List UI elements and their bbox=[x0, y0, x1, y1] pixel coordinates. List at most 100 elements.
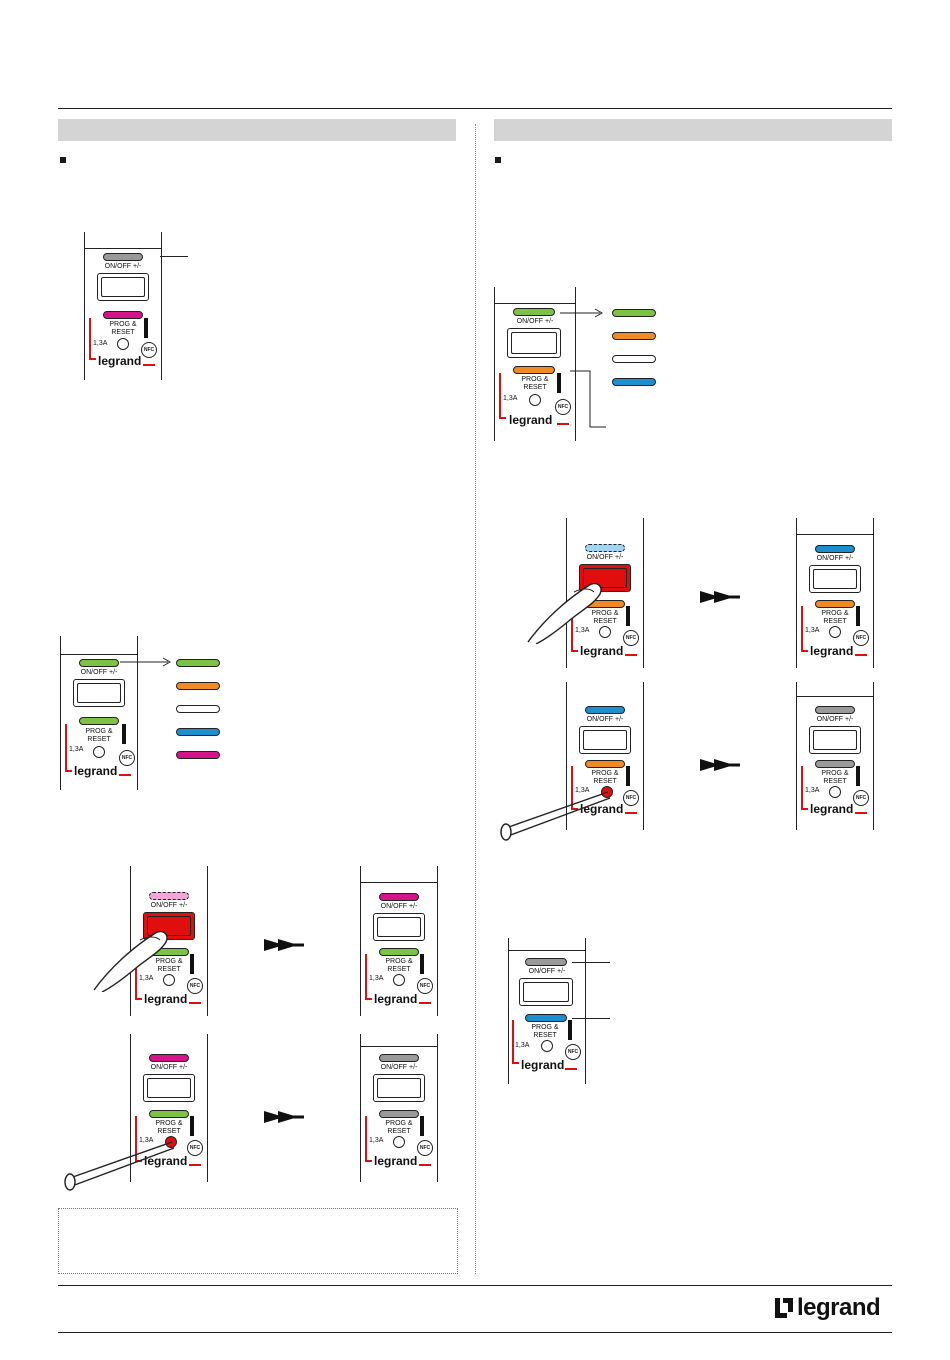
nfc-icon: NFC bbox=[417, 1140, 433, 1156]
code-bar bbox=[420, 1116, 424, 1136]
code-bar bbox=[626, 606, 630, 626]
on-off-label: ON/OFF +/- bbox=[816, 716, 854, 723]
swatch-orange bbox=[176, 682, 220, 690]
device-press-figure: ON/OFF +/- PROG & RESET 1,3A NFC legrand bbox=[130, 866, 208, 1016]
code-bar bbox=[856, 606, 860, 626]
red-bracket bbox=[135, 954, 142, 1000]
rating-label: 1,3A bbox=[503, 395, 518, 402]
red-bracket bbox=[571, 766, 578, 810]
arrow-icon bbox=[700, 591, 740, 603]
device-brand: legrand bbox=[810, 644, 854, 658]
on-off-button bbox=[373, 1074, 425, 1102]
reset-label: RESET bbox=[593, 778, 617, 785]
reset-hole bbox=[393, 1136, 405, 1148]
nfc-icon: NFC bbox=[565, 1044, 581, 1060]
rating-label: 1,3A bbox=[139, 1137, 154, 1144]
brand-underline bbox=[119, 774, 131, 776]
brand-underline bbox=[419, 1002, 431, 1004]
on-off-button bbox=[507, 328, 561, 358]
code-bar bbox=[190, 954, 194, 974]
brand-underline bbox=[855, 654, 867, 656]
reset-label: RESET bbox=[387, 1128, 411, 1135]
swatch-green bbox=[176, 659, 220, 667]
prog-label: PROG & bbox=[821, 770, 849, 777]
swatch-white bbox=[612, 355, 656, 363]
device-brand: legrand bbox=[374, 1154, 418, 1168]
reset-hole bbox=[529, 394, 541, 406]
left-section-header bbox=[58, 119, 456, 141]
device-reset-figure: ON/OFF +/- PROG & RESET 1,3A NFC legrand bbox=[130, 1034, 208, 1182]
callout-line bbox=[160, 256, 188, 257]
device-result-figure: ON/OFF +/- PROG & RESET 1,3A NFC legrand bbox=[360, 866, 438, 1016]
prog-label: PROG & bbox=[521, 376, 549, 383]
brand-underline bbox=[565, 1068, 577, 1070]
code-bar bbox=[856, 766, 860, 786]
arrow-icon bbox=[264, 939, 304, 951]
callout-line bbox=[572, 962, 610, 963]
right-section-header bbox=[494, 119, 892, 141]
brand-underline bbox=[625, 654, 637, 656]
reset-hole bbox=[541, 1040, 553, 1052]
rating-label: 1,3A bbox=[575, 787, 590, 794]
prog-label: PROG & bbox=[155, 1120, 183, 1127]
nfc-icon: NFC bbox=[119, 750, 135, 766]
prog-led bbox=[79, 717, 119, 725]
reset-label: RESET bbox=[157, 966, 181, 973]
device-brand: legrand bbox=[580, 644, 624, 658]
legrand-logo-text: legrand bbox=[797, 1294, 881, 1321]
red-bracket bbox=[365, 954, 372, 1000]
on-off-button bbox=[73, 679, 125, 707]
nfc-icon: NFC bbox=[623, 790, 639, 806]
prog-label: PROG & bbox=[385, 1120, 413, 1127]
on-off-label: ON/OFF +/- bbox=[150, 1064, 188, 1071]
note-box bbox=[58, 1208, 458, 1274]
device-reset-result-figure-right: ON/OFF +/- PROG & RESET 1,3A NFC legrand bbox=[796, 682, 874, 830]
reset-label: RESET bbox=[111, 329, 135, 336]
red-bracket bbox=[499, 373, 506, 419]
device-brand: legrand bbox=[144, 992, 188, 1006]
reset-hole bbox=[93, 746, 105, 758]
device-final-figure-right: ON/OFF +/- PROG & RESET 1,3A NFC legrand bbox=[508, 938, 586, 1084]
swatch-green bbox=[612, 309, 656, 317]
reset-hole bbox=[163, 974, 175, 986]
nfc-icon: NFC bbox=[187, 978, 203, 994]
reset-label: RESET bbox=[823, 778, 847, 785]
brand-underline bbox=[419, 1164, 431, 1166]
swatch-orange bbox=[612, 332, 656, 340]
pin-tool-icon bbox=[500, 791, 611, 841]
status-led-blinking bbox=[585, 544, 625, 552]
nfc-icon: NFC bbox=[417, 978, 433, 994]
device-brand: legrand bbox=[98, 354, 142, 368]
brand-underline bbox=[189, 1002, 201, 1004]
reset-hole bbox=[599, 626, 611, 638]
nfc-icon: NFC bbox=[555, 399, 571, 415]
prog-label: PROG & bbox=[591, 610, 619, 617]
on-off-button bbox=[373, 913, 425, 941]
legrand-logo-mark-icon bbox=[775, 1298, 793, 1318]
on-off-label: ON/OFF +/- bbox=[586, 716, 624, 723]
status-led bbox=[525, 958, 567, 966]
pin-tool-icon bbox=[64, 1141, 175, 1191]
status-led bbox=[379, 893, 419, 901]
prog-led bbox=[815, 760, 855, 768]
finger-icon bbox=[527, 582, 602, 644]
prog-led bbox=[585, 760, 625, 768]
prog-led bbox=[815, 600, 855, 608]
device-brand: legrand bbox=[144, 1154, 188, 1168]
reset-hole bbox=[829, 786, 841, 798]
on-off-label: ON/OFF +/- bbox=[516, 318, 554, 325]
finger-icon bbox=[93, 930, 168, 992]
prog-label: PROG & bbox=[385, 958, 413, 965]
device-reset-result-figure: ON/OFF +/- PROG & RESET 1,3A NFC legrand bbox=[360, 1034, 438, 1182]
brand-underline bbox=[625, 812, 637, 814]
callout-prog-led bbox=[570, 370, 606, 428]
swatch-white bbox=[176, 705, 220, 713]
left-bullet bbox=[60, 157, 66, 163]
brand-underline bbox=[143, 364, 155, 366]
device-brand: legrand bbox=[509, 413, 553, 427]
brand-underline bbox=[557, 423, 569, 425]
prog-label: PROG & bbox=[821, 610, 849, 617]
reset-label: RESET bbox=[523, 384, 547, 391]
device-reset-figure-right: ON/OFF +/- PROG & RESET 1,3A NFC legrand bbox=[566, 682, 644, 830]
code-bar bbox=[557, 373, 561, 393]
